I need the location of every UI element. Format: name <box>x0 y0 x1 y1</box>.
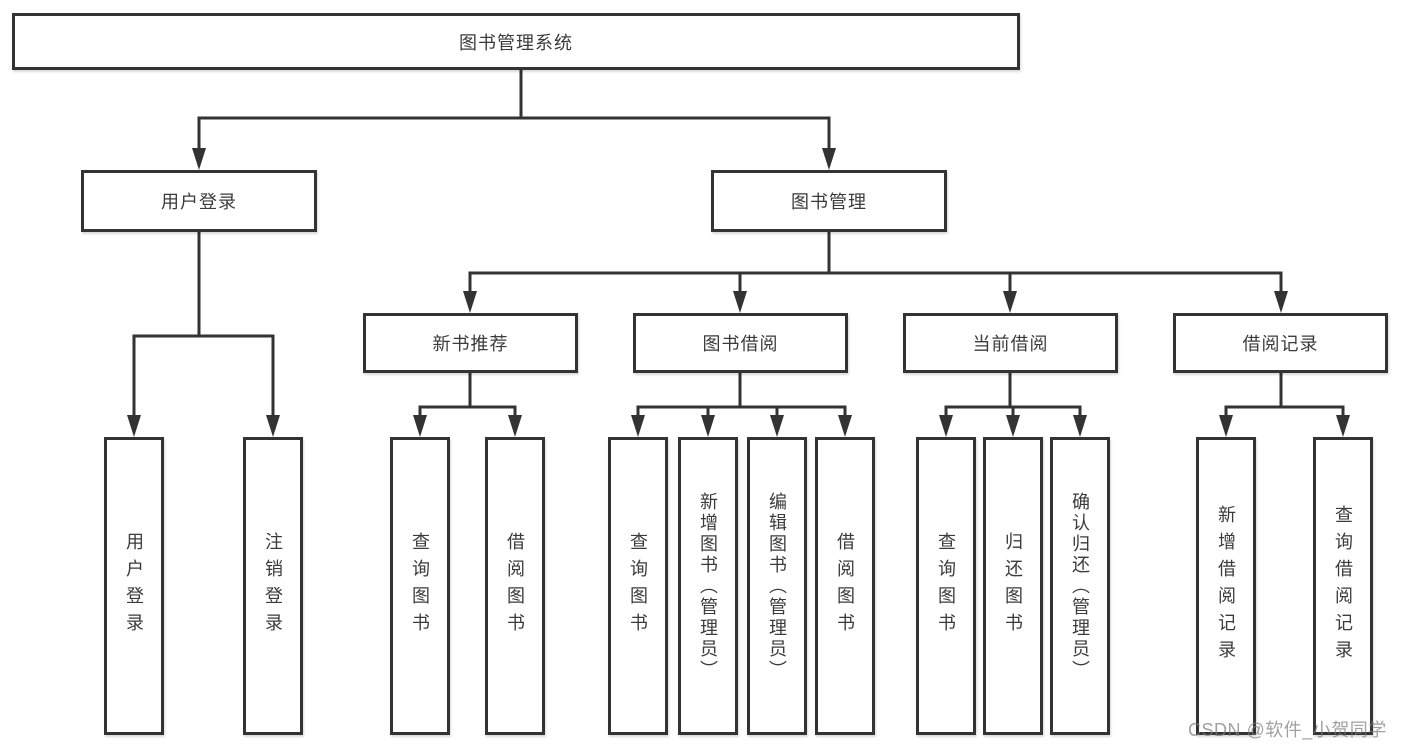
leaf-user-login: 用户登录 <box>104 437 164 735</box>
leaf-user-login-label: 用户登录 <box>124 532 144 640</box>
node-root: 图书管理系统 <box>12 13 1020 70</box>
leaf-borrow-query-books: 查询图书 <box>608 437 668 735</box>
leaf-current-query-books: 查询图书 <box>916 437 976 735</box>
node-user-login-label: 用户登录 <box>161 192 237 212</box>
node-root-label: 图书管理系统 <box>459 32 573 53</box>
node-book-borrow-label: 图书借阅 <box>702 334 779 354</box>
node-book-management-label: 图书管理 <box>791 192 867 212</box>
leaf-borrow-borrow-books: 借阅图书 <box>815 437 875 735</box>
leaf-current-return-books-label: 归还图书 <box>1003 532 1023 640</box>
leaf-borrow-borrow-books-label: 借阅图书 <box>835 532 855 640</box>
node-user-login: 用户登录 <box>81 170 317 232</box>
leaf-records-add-record-label: 新增借阅记录 <box>1216 505 1236 667</box>
node-new-book-recommend: 新书推荐 <box>363 313 578 373</box>
leaf-borrow-edit-books-admin: 编辑图书（管理员） <box>747 437 807 735</box>
leaf-recommend-borrow-books-label: 借阅图书 <box>505 532 525 640</box>
leaf-current-confirm-return-admin: 确认归还（管理员） <box>1050 437 1110 735</box>
node-current-borrow-label: 当前借阅 <box>972 334 1049 354</box>
leaf-current-confirm-return-admin-label: 确认归还（管理员） <box>1070 491 1090 681</box>
node-book-borrow: 图书借阅 <box>633 313 848 373</box>
leaf-current-query-books-label: 查询图书 <box>936 532 956 640</box>
leaf-borrow-edit-books-admin-label: 编辑图书（管理员） <box>767 491 787 681</box>
leaf-records-query-record-label: 查询借阅记录 <box>1333 505 1353 667</box>
node-new-book-recommend-label: 新书推荐 <box>432 334 509 354</box>
leaf-recommend-borrow-books: 借阅图书 <box>485 437 545 735</box>
node-borrow-records-label: 借阅记录 <box>1242 334 1319 354</box>
leaf-borrow-add-books-admin: 新增图书（管理员） <box>678 437 738 735</box>
node-book-management: 图书管理 <box>711 170 947 232</box>
leaf-recommend-query-books-label: 查询图书 <box>410 532 430 640</box>
node-borrow-records: 借阅记录 <box>1173 313 1388 373</box>
leaf-current-return-books: 归还图书 <box>983 437 1043 735</box>
leaf-logout: 注销登录 <box>243 437 303 735</box>
leaf-records-add-record: 新增借阅记录 <box>1196 437 1256 735</box>
leaf-records-query-record: 查询借阅记录 <box>1313 437 1373 735</box>
leaf-borrow-query-books-label: 查询图书 <box>628 532 648 640</box>
node-current-borrow: 当前借阅 <box>903 313 1118 373</box>
leaf-borrow-add-books-admin-label: 新增图书（管理员） <box>698 491 718 681</box>
csdn-watermark: CSDN @软件_小贺同学 <box>1188 720 1387 740</box>
leaf-recommend-query-books: 查询图书 <box>390 437 450 735</box>
leaf-logout-label: 注销登录 <box>263 532 283 640</box>
